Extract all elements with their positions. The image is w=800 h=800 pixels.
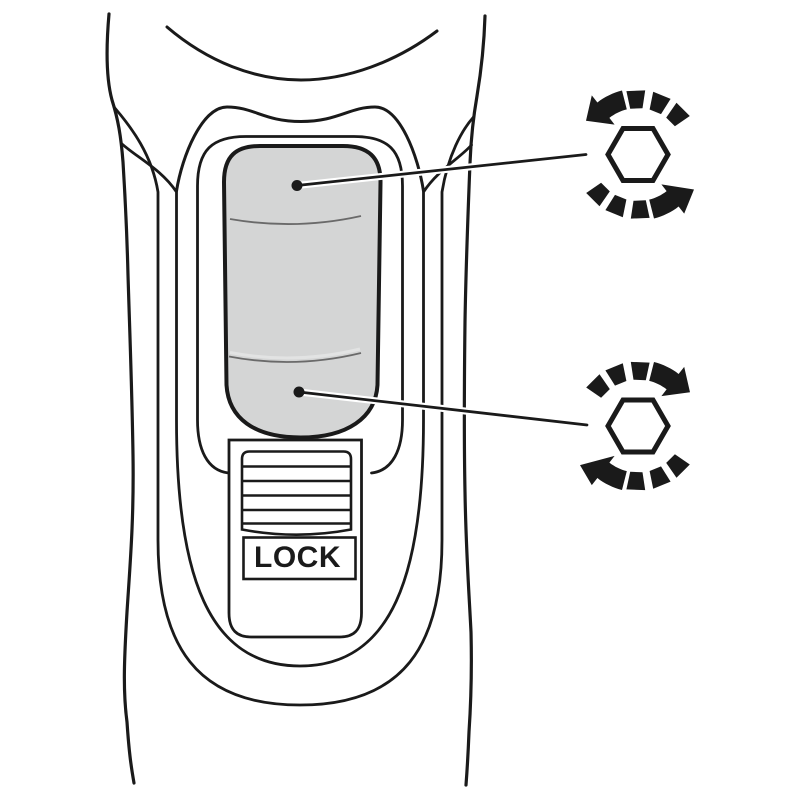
svg-text:LOCK: LOCK [254,541,341,574]
